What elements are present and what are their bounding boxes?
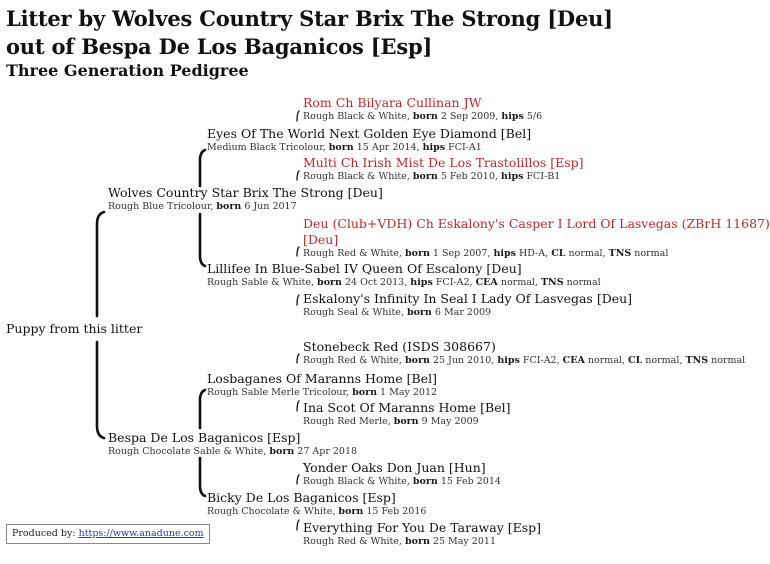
dss-node: Stonebeck Red (ISDS 308667) Rough Red & … <box>303 339 745 367</box>
puppy-label: Puppy from this litter <box>6 321 143 336</box>
tick-sdd <box>296 294 300 306</box>
tick-sss <box>296 110 300 122</box>
dam-dam-name: Bicky De Los Baganicos [Esp] <box>207 490 396 505</box>
tick-ddd <box>296 519 300 531</box>
sire-sire-node: Eyes Of The World Next Golden Eye Diamon… <box>207 126 531 154</box>
bracket-dam-sire <box>198 388 207 430</box>
anadune-link[interactable]: https://www.anadune.com <box>78 528 204 539</box>
ddd-details: Rough Red & White, born 25 May 2011 <box>303 536 496 547</box>
produced-by-box: Produced by: https://www.anadune.com <box>6 524 210 544</box>
dsd-node: Ina Scot Of Maranns Home [Bel] Rough Red… <box>303 400 511 428</box>
dds-name: Yonder Oaks Don Juan [Hun] <box>303 460 486 475</box>
dds-details: Rough Black & White, born 15 Feb 2014 <box>303 476 501 487</box>
dss-name: Stonebeck Red (ISDS 308667) <box>303 339 496 354</box>
dds-node: Yonder Oaks Don Juan [Hun] Rough Black &… <box>303 460 501 488</box>
ddd-name: Everything For You De Taraway [Esp] <box>303 520 542 535</box>
sire-name: Wolves Country Star Brix The Strong [Deu… <box>108 185 383 200</box>
sds-name-line-1: Deu (Club+VDH) Ch Eskalony's Casper I Lo… <box>303 216 770 231</box>
bracket-puppy-dam <box>95 340 106 440</box>
sire-dam-node: Lillifee In Blue-Sabel IV Queen Of Escal… <box>207 261 601 289</box>
pedigree-subtitle: Three Generation Pedigree <box>6 61 249 80</box>
dss-details: Rough Red & White, born 25 Jun 2010, hip… <box>303 355 746 366</box>
tick-dss <box>296 353 300 364</box>
dam-node: Bespa De Los Baganicos [Esp] Rough Choco… <box>108 430 357 458</box>
sds-name-line-2: [Deu] <box>303 232 339 247</box>
tick-sds <box>296 246 300 257</box>
ssd-node: Multi Ch Irish Mist De Los Trastolillos … <box>303 155 584 183</box>
dsd-name: Ina Scot Of Maranns Home [Bel] <box>303 400 511 415</box>
sire-details: Rough Blue Tricolour, born 6 Jun 2017 <box>108 201 297 212</box>
sdd-node: Eskalony's Infinity In Seal I Lady Of La… <box>303 291 632 319</box>
dam-sire-details: Rough Sable Merle Tricolour, born 1 May … <box>207 387 438 398</box>
sire-dam-name: Lillifee In Blue-Sabel IV Queen Of Escal… <box>207 261 522 276</box>
sss-name: Rom Ch Bilyara Cullinan JW <box>303 95 482 110</box>
title-line-2: out of Bespa De Los Baganicos [Esp] <box>6 34 433 59</box>
produced-by-label: Produced by: <box>12 528 76 539</box>
sire-node: Wolves Country Star Brix The Strong [Deu… <box>108 185 383 213</box>
bracket-sire-sire <box>198 148 207 188</box>
tick-ssd <box>296 170 300 181</box>
sss-node: Rom Ch Bilyara Cullinan JW Rough Black &… <box>303 95 542 123</box>
tick-dsd <box>296 400 300 412</box>
sire-sire-details: Medium Black Tricolour, born 15 Apr 2014… <box>207 142 482 153</box>
sdd-name: Eskalony's Infinity In Seal I Lady Of La… <box>303 291 633 306</box>
dam-sire-node: Losbaganes Of Maranns Home [Bel] Rough S… <box>207 371 437 399</box>
dam-dam-details: Rough Chocolate & White, born 15 Feb 201… <box>207 506 427 517</box>
sds-node: Deu (Club+VDH) Ch Eskalony's Casper I Lo… <box>303 216 770 260</box>
dsd-details: Rough Red Merle, born 9 May 2009 <box>303 416 479 427</box>
sire-dam-details: Rough Sable & White, born 24 Oct 2013, h… <box>207 277 601 288</box>
dam-name: Bespa De Los Baganicos [Esp] <box>108 430 301 445</box>
sss-details: Rough Black & White, born 2 Sep 2009, hi… <box>303 111 543 122</box>
sdd-details: Rough Seal & White, born 6 Mar 2009 <box>303 307 492 318</box>
ssd-details: Rough Black & White, born 5 Feb 2010, hi… <box>303 171 561 182</box>
dam-sire-name: Losbaganes Of Maranns Home [Bel] <box>207 371 437 386</box>
bracket-sire-dam <box>198 212 207 268</box>
dam-details: Rough Chocolate Sable & White, born 27 A… <box>108 446 358 457</box>
sds-details: Rough Red & White, born 1 Sep 2007, hips… <box>303 248 669 259</box>
sire-sire-name: Eyes Of The World Next Golden Eye Diamon… <box>207 126 532 141</box>
ddd-node: Everything For You De Taraway [Esp] Roug… <box>303 520 541 548</box>
puppy-node: Puppy from this litter <box>6 321 142 337</box>
tick-dds <box>296 474 300 485</box>
title-line-1: Litter by Wolves Country Star Brix The S… <box>6 6 613 31</box>
bracket-puppy-sire <box>95 210 106 318</box>
dam-dam-node: Bicky De Los Baganicos [Esp] Rough Choco… <box>207 490 426 518</box>
ssd-name: Multi Ch Irish Mist De Los Trastolillos … <box>303 155 584 170</box>
bracket-dam-dam <box>198 456 207 498</box>
